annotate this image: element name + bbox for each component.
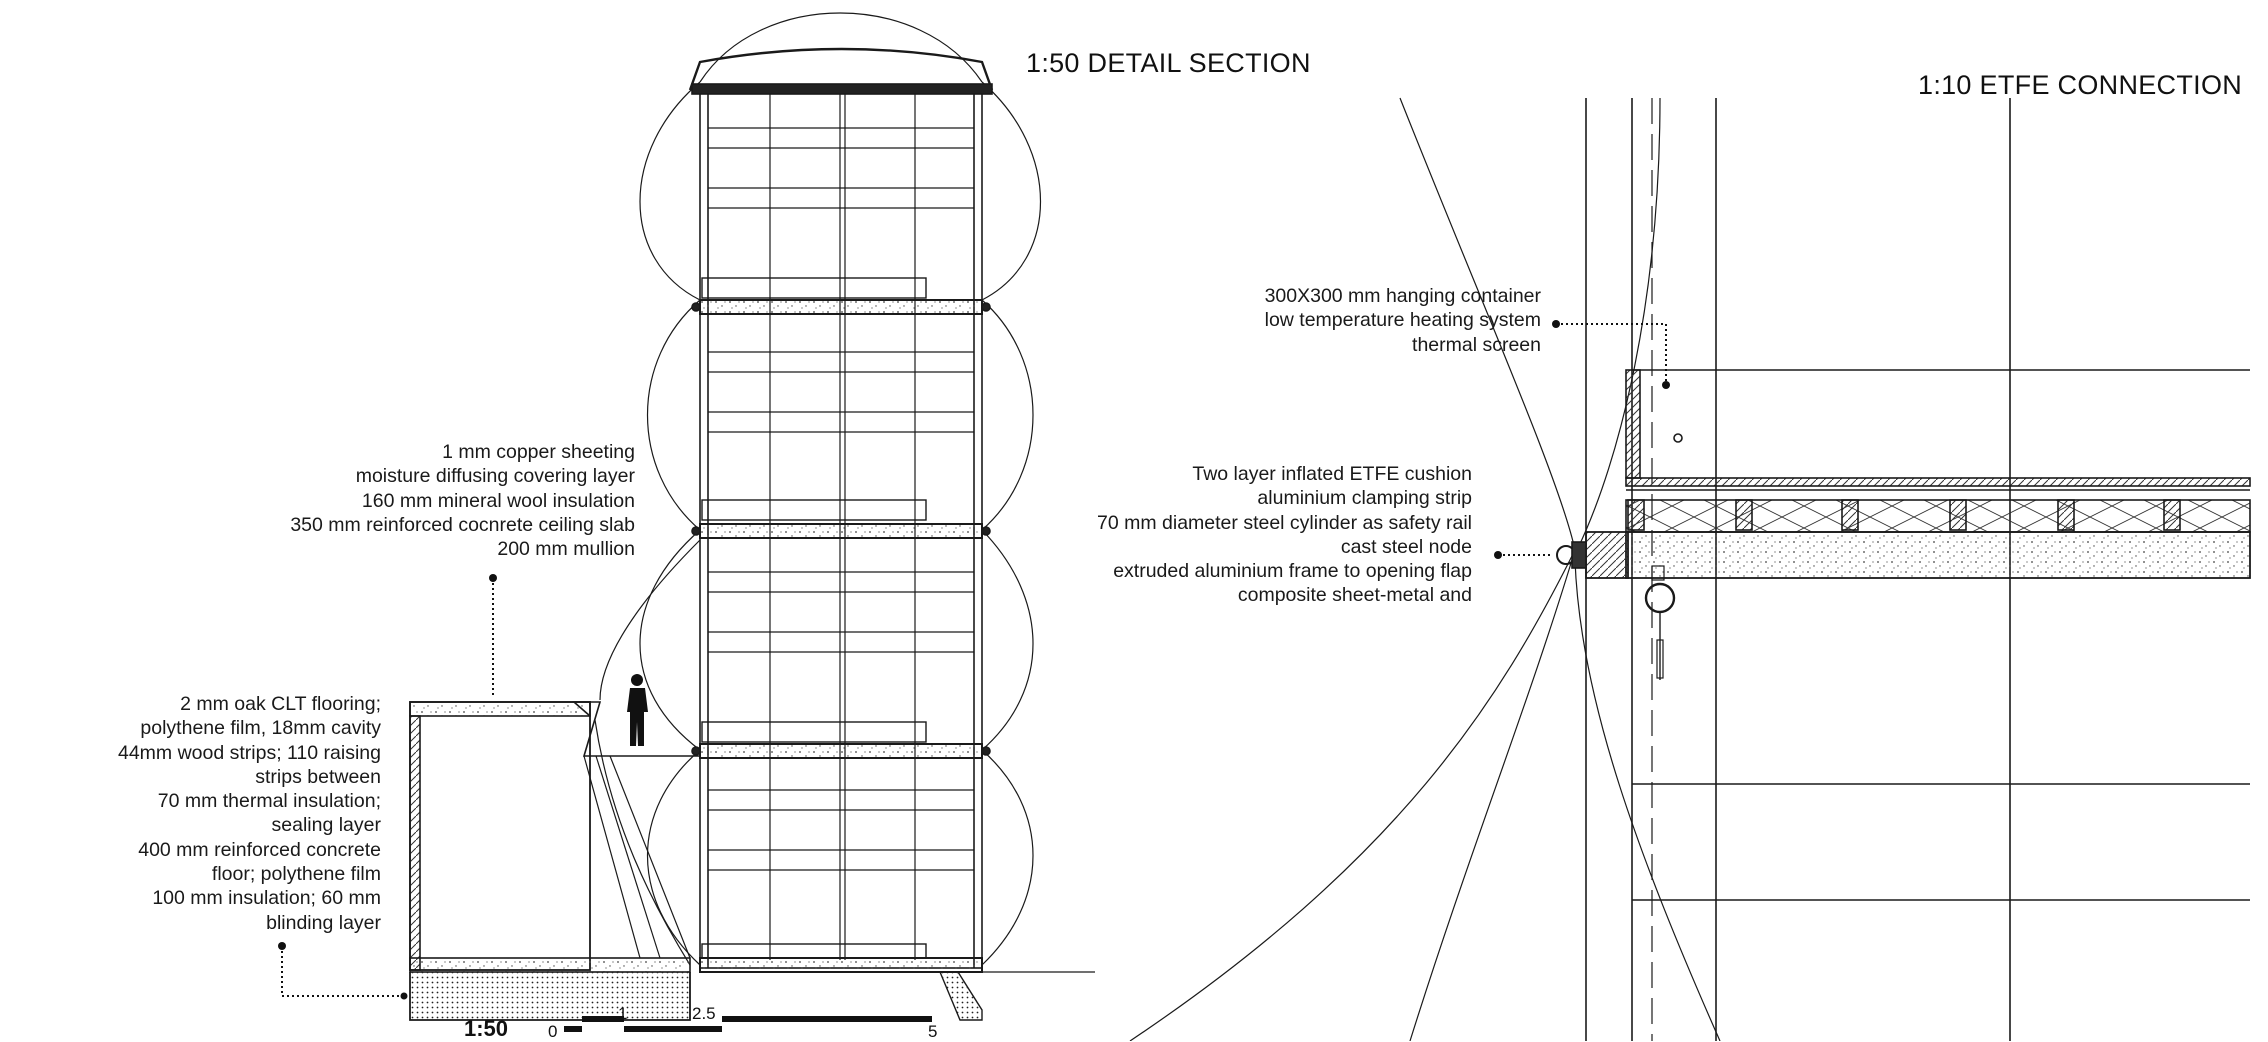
etfe-callout-line: aluminium clamping strip (1257, 487, 1472, 510)
etfe-callout-line: cast steel node (1340, 535, 1472, 558)
container-callout-line: 300X300 mm hanging container (1264, 285, 1541, 307)
floor-callout-line: 100 mm insulation; 60 mm (152, 887, 381, 910)
detail-section-title: 1:50 DETAIL SECTION (1026, 48, 1311, 78)
floor-callout-line: polythene film, 18mm cavity (140, 717, 381, 740)
leader-lines-right (1498, 323, 1667, 556)
scale-tick-5: 5 (928, 1022, 938, 1041)
etfe-callout-line: Two layer inflated ETFE cushion (1192, 463, 1472, 485)
container-callout-line: low temperature heating system (1264, 309, 1541, 332)
floor-callout-line: strips between (255, 765, 381, 788)
floor-callout-line: blinding layer (266, 911, 381, 934)
etfe-callout: Two layer inflated ETFE cushion aluminiu… (1097, 462, 1472, 608)
horizontal-bands (708, 127, 974, 871)
hanging-container (1625, 369, 2250, 479)
leader-lines (281, 578, 494, 997)
floor-buildup (1625, 477, 2251, 579)
roof-callout-line: 350 mm reinforced cocnrete ceiling slab (290, 513, 635, 536)
roof-callout-line: 200 mm mullion (497, 538, 635, 561)
roof-callout: 1 mm copper sheeting moisture diffusing … (290, 440, 635, 561)
scale-label: 1:50 (464, 1016, 509, 1041)
etfe-callout-line: 70 mm diameter steel cylinder as safety … (1097, 511, 1472, 534)
cast-steel-node (1556, 531, 1676, 680)
roof-cap (688, 47, 994, 91)
roof-callout-line: 160 mm mineral wool insulation (361, 489, 635, 512)
scale-bar (564, 1016, 932, 1032)
container-callout-line: thermal screen (1412, 333, 1541, 356)
container-callout: 300X300 mm hanging container low tempera… (1265, 284, 1541, 357)
roof-callout-line: 1 mm copper sheeting (442, 441, 635, 463)
floor-slabs (691, 277, 991, 973)
floor-callout-line: sealing layer (271, 814, 381, 837)
scale-tick-1: 1 (618, 1004, 628, 1023)
etfe-callout-line: composite sheet-metal and (1237, 584, 1472, 607)
etfe-callout-line: extruded aluminium frame to opening flap (1113, 560, 1472, 583)
etfe-cushions-left (594, 12, 1042, 966)
floor-callout: 2 mm oak CLT flooring; polythene film, 1… (118, 692, 381, 935)
roof-callout-line: moisture diffusing covering layer (355, 465, 635, 488)
scale-tick-2-5: 2.5 (692, 1004, 716, 1023)
detail-section (278, 12, 1095, 1032)
person-figure (627, 674, 648, 746)
etfe-connection-title: 1:10 ETFE CONNECTION (1918, 70, 2243, 100)
annex (409, 701, 700, 1021)
floor-callout-line: 70 mm thermal insulation; (157, 790, 381, 813)
floor-callout-line: 44mm wood strips; 110 raising (117, 741, 381, 764)
scale-tick-0: 0 (548, 1022, 558, 1041)
floor-callout-line: floor; polythene film (211, 863, 381, 886)
floor-callout-line: 2 mm oak CLT flooring; (180, 693, 381, 715)
floor-callout-line: 400 mm reinforced concrete (138, 838, 381, 861)
etfe-connection-detail (1129, 97, 2251, 1041)
